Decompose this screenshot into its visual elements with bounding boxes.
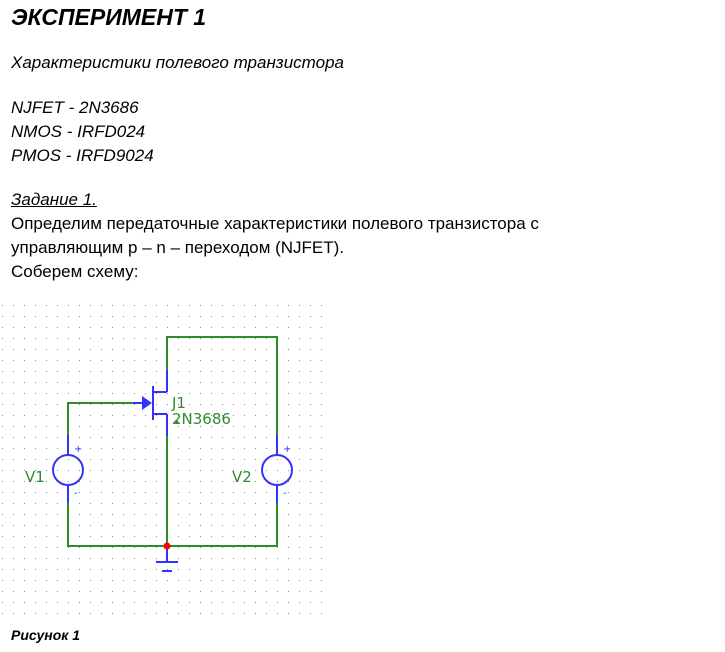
device-njfet: NJFET - 2N3686: [11, 98, 139, 117]
source-v2-label: V2: [232, 468, 252, 486]
v1-minus: -: [74, 488, 78, 499]
figure-caption: Рисунок 1: [11, 627, 81, 643]
circuit-schematic: J1 2N3686 V1 V2 + - + -: [0, 295, 325, 620]
page-title: ЭКСПЕРИМЕНТ 1: [11, 4, 207, 30]
transistor-ref: J1: [171, 394, 186, 412]
voltage-source-icon: [52, 435, 293, 503]
device-pmos: PMOS - IRFD9024: [11, 146, 154, 165]
device-nmos: NMOS - IRFD024: [11, 122, 146, 141]
gate-arrow-icon: [142, 396, 152, 410]
v2-minus: -: [283, 488, 287, 499]
task-heading: Задание 1.: [11, 190, 97, 209]
v1-plus: +: [74, 444, 82, 455]
subtitle: Характеристики полевого транзистора: [11, 53, 344, 72]
transistor-model: 2N3686: [172, 410, 231, 428]
ground-node: [163, 542, 171, 550]
source-v1-label: V1: [25, 468, 45, 486]
v2-plus: +: [283, 444, 291, 455]
wires: [67, 336, 278, 547]
task-line: Определим передаточные характеристики по…: [11, 214, 539, 233]
task-line: Соберем схему:: [11, 262, 139, 281]
task-line: управляющим p – n – переходом (NJFET).: [11, 238, 345, 257]
